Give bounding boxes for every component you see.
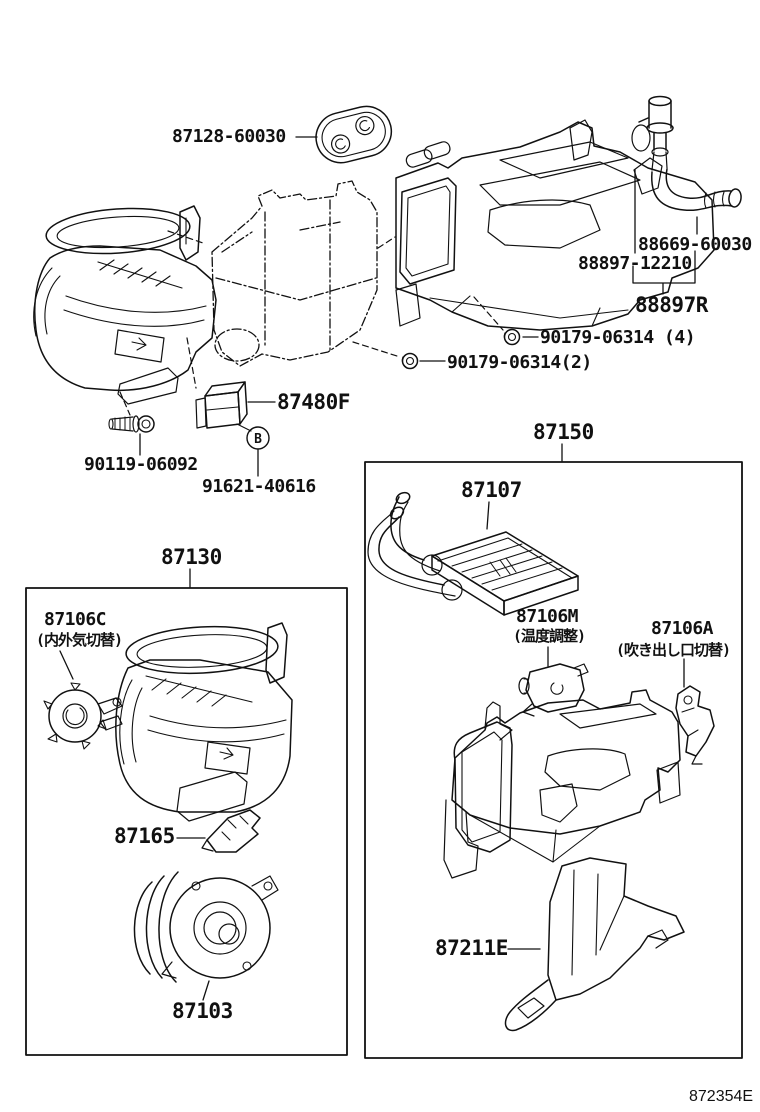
duct-drawing <box>504 857 685 1032</box>
note-servo-temp: (温度調整) <box>513 627 586 645</box>
heater-case-drawing <box>443 689 681 879</box>
grommet-drawing <box>315 105 393 164</box>
callout-water-hose[interactable]: 88669-60030 <box>638 234 752 255</box>
resistor-drawing <box>201 809 261 853</box>
heater-radiator-unit-drawing <box>395 119 715 331</box>
callout-nut-qty2[interactable]: 90179-06314(2) <box>447 352 592 373</box>
diagram-code: 872354E <box>689 1088 754 1105</box>
bolt-symbol-icon: B <box>246 426 270 450</box>
heater-assembly-box <box>364 461 743 1059</box>
callout-heater-core[interactable]: 87107 <box>461 478 522 502</box>
callout-valve-assembly[interactable]: 88897R <box>635 293 708 317</box>
blower-assembly-box <box>25 587 348 1056</box>
evaporator-phantom-drawing <box>211 180 378 367</box>
callout-heater-assembly[interactable]: 87150 <box>533 420 594 444</box>
callout-blower-motor[interactable]: 87103 <box>172 999 233 1023</box>
screw-drawing <box>108 415 155 433</box>
bolt-symbol-letter: B <box>254 432 262 447</box>
nut-drawing-2 <box>401 352 419 370</box>
callout-bolt[interactable]: 91621-40616 <box>202 476 316 497</box>
nut-drawing-4 <box>503 328 521 346</box>
callout-amplifier[interactable]: 87480F <box>277 390 350 414</box>
water-valve-hose-drawing <box>631 95 742 212</box>
callout-grommet[interactable]: 87128-60030 <box>172 126 286 147</box>
callout-blower-assembly[interactable]: 87130 <box>161 545 222 569</box>
callout-servo-intake[interactable]: 87106C <box>44 609 107 630</box>
dashed-connectors <box>119 230 504 416</box>
callout-resistor[interactable]: 87165 <box>114 824 175 848</box>
amplifier-drawing <box>195 381 252 432</box>
callout-screw[interactable]: 90119-06092 <box>84 454 198 475</box>
callout-water-valve[interactable]: 88897-12210 <box>578 253 692 274</box>
callout-servo-mode[interactable]: 87106A <box>651 618 714 639</box>
blower-unit-drawing <box>33 205 217 405</box>
blower-motor-drawing <box>133 871 279 983</box>
note-servo-intake: (内外気切替) <box>36 631 123 649</box>
servo-mode-drawing <box>675 685 715 765</box>
leader-lines <box>59 136 698 1001</box>
callout-nut-qty4[interactable]: 90179-06314 (4) <box>540 327 696 348</box>
callout-duct[interactable]: 87211E <box>435 936 508 960</box>
heater-core-drawing <box>367 491 579 616</box>
callout-servo-temp[interactable]: 87106M <box>516 606 579 627</box>
servo-temp-drawing <box>518 663 589 717</box>
blower-case-drawing <box>115 622 293 822</box>
servo-intake-drawing <box>43 682 123 750</box>
note-servo-mode: (吹き出し口切替) <box>616 641 731 659</box>
